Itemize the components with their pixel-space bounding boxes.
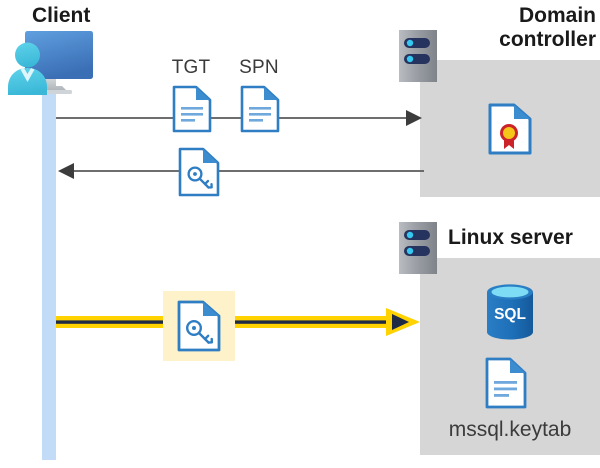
document-key-icon-ticket: [178, 147, 220, 197]
domain-controller-title-line2: controller: [499, 27, 596, 51]
domain-controller-title-line1: Domain: [518, 4, 596, 27]
document-key-icon-service: [177, 300, 221, 352]
document-icon-keytab: [485, 357, 527, 409]
tgt-label: TGT: [171, 57, 211, 78]
keytab-file-label: mssql.keytab: [448, 418, 572, 441]
server-rack-icon-linux: [399, 222, 437, 274]
certificate-document-icon: [488, 103, 532, 155]
client-lifeline: [42, 84, 56, 460]
client-to-linux-service-ticket-arrow: [56, 308, 420, 336]
dc-to-client-ticket-arrow: [56, 160, 424, 182]
sql-database-icon: SQL: [484, 283, 536, 341]
server-rack-icon-dc: [399, 30, 437, 82]
client-title: Client: [32, 4, 91, 27]
document-icon-spn: [240, 85, 280, 133]
domain-controller-title: Domain controller: [400, 4, 596, 51]
client-workstation-icon: [4, 28, 96, 100]
sql-database-label: SQL: [494, 306, 526, 323]
document-icon-tgt: [172, 85, 212, 133]
spn-label: SPN: [239, 57, 279, 78]
client-to-dc-request-arrow: [56, 107, 424, 129]
linux-server-title: Linux server: [448, 226, 573, 249]
